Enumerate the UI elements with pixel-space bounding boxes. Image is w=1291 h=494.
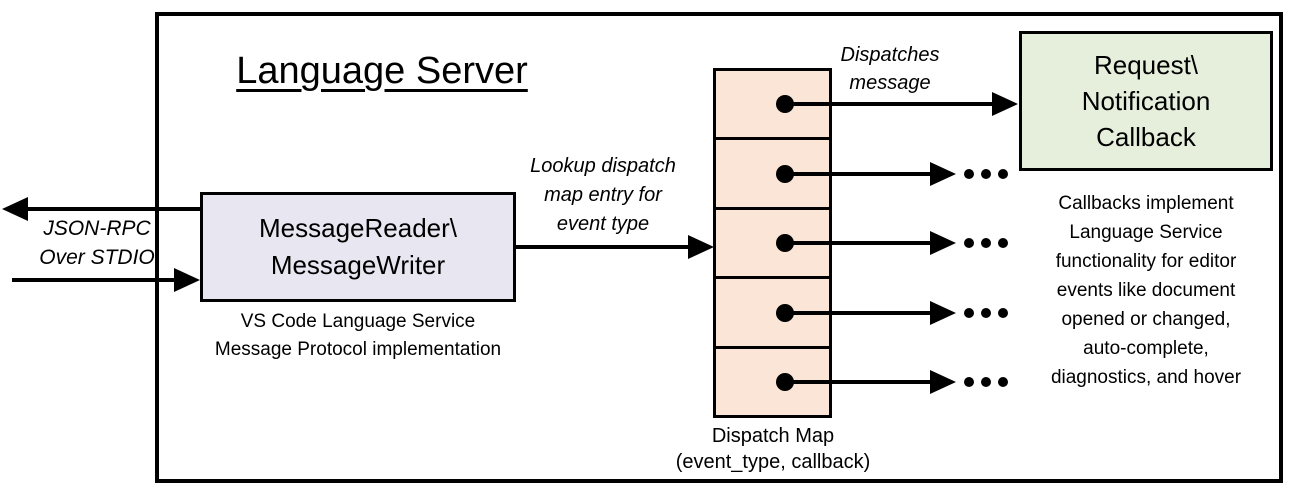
dispatch-map-cell <box>716 276 829 345</box>
message-reader-writer-box: MessageReader\ MessageWriter <box>200 192 516 302</box>
dispatch-map-cell <box>716 206 829 276</box>
dispatch-arrow-line-1 <box>785 102 994 106</box>
more-callbacks-ellipsis-icon <box>964 169 1008 179</box>
more-callbacks-ellipsis-icon <box>964 377 1008 387</box>
diagram-title: Language Server <box>236 50 528 92</box>
dispatch-arrow-line-5 <box>785 380 932 384</box>
dispatches-message-label: Dispatches message <box>840 44 940 94</box>
dispatch-arrowhead-icon <box>930 162 956 186</box>
stdio-out-arrow-line <box>26 207 202 211</box>
dispatch-arrowhead-icon <box>930 301 956 325</box>
stdio-in-arrowhead-icon <box>174 268 200 292</box>
dispatch-arrow-line-4 <box>785 311 932 315</box>
dispatch-map-cell <box>716 345 829 415</box>
stdio-in-arrow-line <box>12 278 176 282</box>
dispatch-arrowhead-icon <box>930 231 956 255</box>
dispatch-map-label: Dispatch Map (event_type, callback) <box>675 425 871 473</box>
reader-box-caption: VS Code Language Service Message Protoco… <box>214 311 502 360</box>
lookup-arrow-line <box>515 245 690 249</box>
dispatch-arrow-line-3 <box>785 241 932 245</box>
lookup-arrowhead-icon <box>688 235 714 259</box>
json-rpc-stdio-label: JSON-RPC Over STDIO <box>39 217 155 269</box>
callback-description-text: Callbacks implement Language Service fun… <box>1050 193 1242 388</box>
dispatch-arrow-line-2 <box>785 172 932 176</box>
dispatch-map-cell <box>716 137 829 206</box>
more-callbacks-ellipsis-icon <box>964 238 1008 248</box>
lookup-arrow-label: Lookup dispatch map entry for event type <box>530 155 676 235</box>
stdio-out-arrowhead-icon <box>2 197 28 221</box>
more-callbacks-ellipsis-icon <box>964 308 1008 318</box>
dispatch-arrowhead-icon <box>992 92 1018 116</box>
request-notification-callback-box: Request\ Notification Callback <box>1019 31 1273 171</box>
dispatch-arrowhead-icon <box>930 370 956 394</box>
